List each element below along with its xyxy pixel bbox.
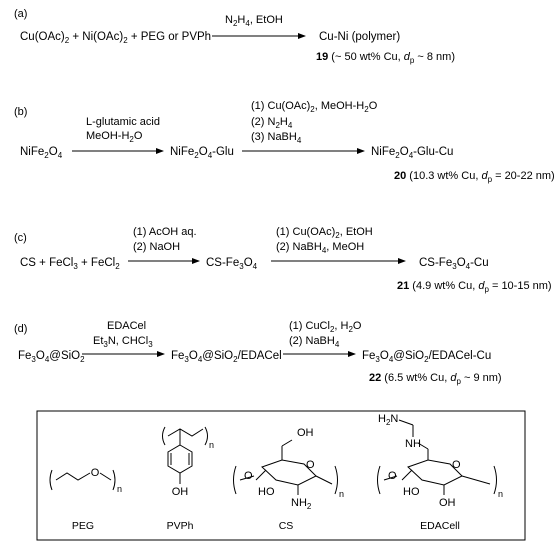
cs-atom-ho: HO [258, 486, 275, 498]
scheme-d-step2-line1: (1) CuCl2, H2O [289, 320, 362, 334]
scheme-d-label: (d) [14, 323, 28, 335]
peg-structure [49, 469, 116, 491]
scheme-d-note: 22 (6.5 wt% Cu, dp ~ 9 nm) [369, 372, 502, 386]
scheme-b-step2-line2: (2) N2H4 [251, 116, 293, 130]
scheme-b-label: (b) [14, 106, 28, 118]
cs-index-n: n [339, 489, 344, 499]
cs-label: CS [278, 520, 294, 532]
pvph-label: PVPh [166, 520, 194, 532]
pvph-index-n: n [209, 440, 214, 450]
scheme-d-intermediate: Fe3O4@SiO2/EDACel [171, 350, 282, 364]
scheme-c-step1-line1: (1) AcOH aq. [133, 226, 197, 238]
edacell-label: EDACell [420, 520, 460, 532]
scheme-b-step2-line3: (3) NaBH4 [251, 131, 302, 145]
peg-index-n: n [117, 484, 122, 494]
edacell-atom-oh: OH [439, 497, 456, 509]
scheme-d-step1-line2: Et3N, CHCl3 [93, 335, 153, 349]
scheme-d-step2-line2: (2) NaBH4 [289, 335, 340, 349]
scheme-b-step2-line1: (1) Cu(OAc)2, MeOH-H2O [251, 100, 378, 114]
cs-atom-o-link: O [244, 470, 253, 482]
scheme-b-step1-line2: MeOH-H2O [86, 130, 143, 144]
scheme-b-note: 20 (10.3 wt% Cu, dp = 20-22 nm) [394, 170, 555, 184]
scheme-c-product: CS-Fe3O4-Cu [419, 257, 489, 271]
cs-atom-o: O [306, 459, 315, 471]
cs-atom-oh: OH [297, 427, 314, 439]
scheme-c-step1-line2: (2) NaOH [133, 241, 181, 253]
scheme-a-label: (a) [14, 8, 28, 20]
scheme-a-note: 19 (~ 50 wt% Cu, dp ~ 8 nm) [316, 51, 455, 65]
scheme-d-reactant: Fe3O4@SiO2 [18, 350, 85, 364]
scheme-d-product: Fe3O4@SiO2/EDACel-Cu [362, 350, 492, 364]
cs-atom-nh2: NH2 [291, 497, 312, 511]
pvph-structure [162, 426, 208, 484]
cs-structure [233, 439, 338, 495]
scheme-c-step2-line2: (2) NaBH4, MeOH [276, 241, 365, 255]
pvph-atom-oh: OH [172, 486, 189, 498]
edacell-atom-o: O [452, 459, 461, 471]
scheme-c-step2-line1: (1) Cu(OAc)2, EtOH [276, 226, 373, 240]
scheme-c-intermediate: CS-Fe3O4 [206, 257, 258, 271]
scheme-c-reactants: CS + FeCl3 + FeCl2 [20, 257, 120, 271]
edacell-atom-o-link: O [388, 470, 397, 482]
edacell-structure [377, 419, 497, 495]
structures-box [36, 410, 526, 541]
scheme-a-conditions: N2H4, EtOH [225, 14, 283, 28]
edacell-atom-ho: HO [403, 486, 420, 498]
scheme-d-step1-line1: EDACel [107, 320, 147, 332]
scheme-b-product: NiFe2O4-Glu-Cu [371, 146, 454, 160]
peg-label: PEG [71, 520, 95, 532]
scheme-a-reactants: Cu(OAc)2 + Ni(OAc)2 + PEG or PVPh [20, 31, 212, 45]
scheme-a-product: Cu-Ni (polymer) [319, 31, 401, 43]
scheme-b-step1-line1: L-glutamic acid [86, 116, 160, 128]
scheme-b-intermediate: NiFe2O4-Glu [170, 146, 234, 160]
scheme-b-reactant: NiFe2O4 [20, 146, 63, 160]
peg-atom-o: O [91, 467, 100, 479]
scheme-c-label: (c) [14, 232, 27, 244]
edacell-atom-nh: NH [405, 438, 421, 450]
scheme-c-note: 21 (4.9 wt% Cu, dp = 10-15 nm) [397, 280, 552, 294]
edacell-index-n: n [498, 489, 503, 499]
edacell-atom-h2n: H2N [378, 413, 398, 427]
